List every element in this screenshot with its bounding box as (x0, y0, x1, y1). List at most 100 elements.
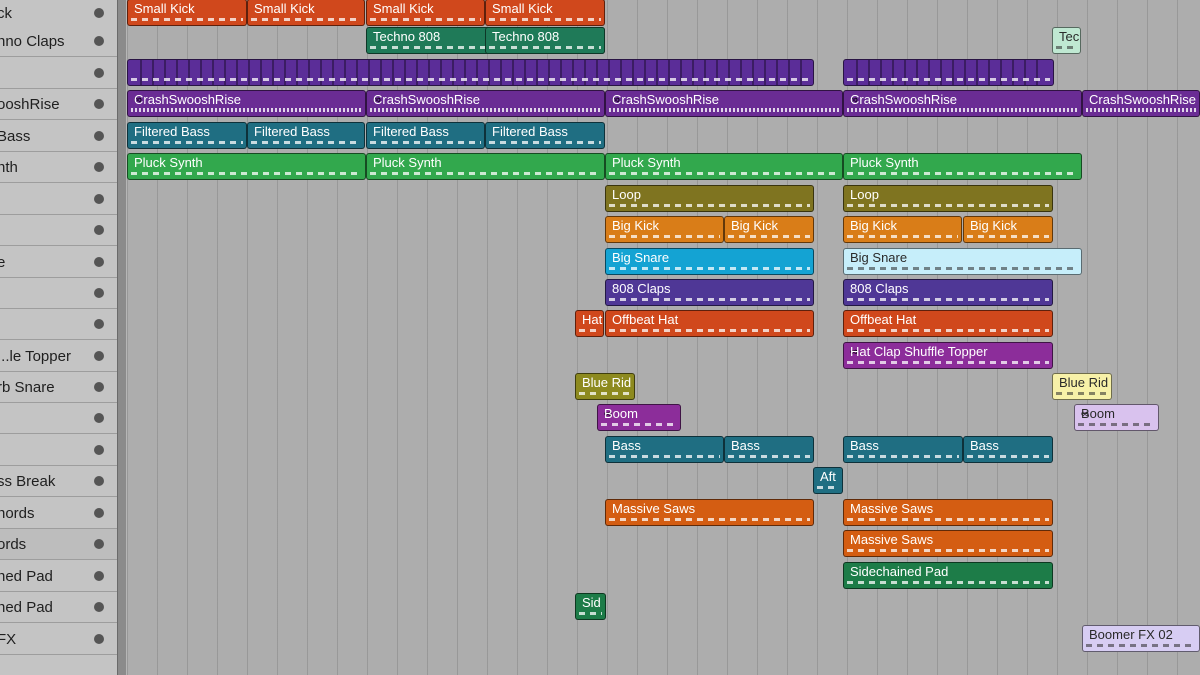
record-enable-icon[interactable] (94, 288, 104, 298)
region-aft[interactable]: Aft (813, 467, 843, 494)
track-header-17[interactable]: ords (0, 529, 117, 561)
track-list-divider[interactable] (117, 0, 127, 675)
track-header-7[interactable] (0, 215, 117, 247)
region-big-kick[interactable]: Big Kick (963, 216, 1053, 243)
region-content-preview (847, 78, 1050, 81)
region-pluck-synth[interactable]: Pluck Synth (605, 153, 843, 180)
record-enable-icon[interactable] (94, 351, 104, 361)
region-pluck-synth[interactable]: Pluck Synth (127, 153, 366, 180)
record-enable-icon[interactable] (94, 413, 104, 423)
track-header-6[interactable] (0, 184, 117, 216)
region-small-kick[interactable]: Small Kick (366, 0, 485, 26)
track-header-14[interactable] (0, 435, 117, 467)
region-crashswooshrise[interactable]: CrashSwooshRise∞ (843, 90, 1082, 117)
region-big-kick[interactable]: Big Kick (605, 216, 724, 243)
region-massive-saws[interactable]: Massive Saws (843, 530, 1053, 557)
region-crashswooshrise[interactable]: CrashSwooshRise∞ (127, 90, 366, 117)
record-enable-icon[interactable] (94, 445, 104, 455)
region-filtered-bass[interactable]: Filtered Bass (127, 122, 247, 149)
region-massive-saws[interactable]: Massive Saws (843, 499, 1053, 526)
record-enable-icon[interactable] (94, 68, 104, 78)
track-header-16[interactable]: nords (0, 498, 117, 530)
track-header-15[interactable]: ss Break (0, 466, 117, 498)
region-label: Massive Saws (612, 501, 696, 516)
track-header-19[interactable]: ned Pad (0, 592, 117, 624)
record-enable-icon[interactable] (94, 225, 104, 235)
region-content-preview (847, 549, 1049, 552)
record-enable-icon[interactable] (94, 508, 104, 518)
region-filtered-bass[interactable]: Filtered Bass (366, 122, 485, 149)
track-header-0[interactable]: ck (0, 0, 117, 30)
region-bass[interactable]: Bass (843, 436, 963, 463)
region-small-kick[interactable]: Small Kick (247, 0, 365, 26)
pattern-step (296, 60, 298, 85)
region-small-kick[interactable]: Small Kick (127, 0, 247, 26)
region-bass[interactable]: Bass (963, 436, 1053, 463)
record-enable-icon[interactable] (94, 162, 104, 172)
region-pluck-synth[interactable]: Pluck Synth (843, 153, 1082, 180)
record-enable-icon[interactable] (94, 602, 104, 612)
track-header-13[interactable] (0, 403, 117, 435)
record-enable-icon[interactable] (94, 8, 104, 18)
region-filtered-bass[interactable]: Filtered Bass (247, 122, 365, 149)
region-midi-pattern[interactable] (127, 59, 814, 86)
track-header-2[interactable] (0, 58, 117, 90)
record-enable-icon[interactable] (94, 99, 104, 109)
region-big-snare[interactable]: Big Snare (605, 248, 814, 275)
region-loop[interactable]: Loop (605, 185, 814, 212)
region-hat[interactable]: Hat (575, 310, 604, 337)
region-boom[interactable]: Boom∞ (597, 404, 681, 431)
track-header-20[interactable]: FX (0, 624, 117, 656)
region-label: Pluck Synth (134, 155, 203, 170)
record-enable-icon[interactable] (94, 319, 104, 329)
region-big-snare[interactable]: Big Snare (843, 248, 1082, 275)
region-808-claps[interactable]: 808 Claps (843, 279, 1053, 306)
record-enable-icon[interactable] (94, 131, 104, 141)
track-header-5[interactable]: nth (0, 152, 117, 184)
track-header-12[interactable]: rb Snare (0, 372, 117, 404)
region-content-preview (847, 329, 1049, 332)
region-hat-clap-shuffle-topper[interactable]: Hat Clap Shuffle Topper∞ (843, 342, 1053, 369)
record-enable-icon[interactable] (94, 36, 104, 46)
track-header-3[interactable]: ooshRise (0, 89, 117, 121)
track-header-11[interactable]: ...le Topper (0, 341, 117, 373)
region-sidechained-pad[interactable]: Sidechained Pad (843, 562, 1053, 589)
region-offbeat-hat[interactable]: Offbeat Hat (843, 310, 1053, 337)
record-enable-icon[interactable] (94, 257, 104, 267)
region-boom[interactable]: Boom∞ (1074, 404, 1159, 431)
region-pluck-synth[interactable]: Pluck Synth (366, 153, 605, 180)
region-offbeat-hat[interactable]: Offbeat Hat (605, 310, 814, 337)
track-header-10[interactable] (0, 309, 117, 341)
track-header-18[interactable]: ned Pad (0, 561, 117, 593)
record-enable-icon[interactable] (94, 476, 104, 486)
record-enable-icon[interactable] (94, 539, 104, 549)
region-sid[interactable]: Sid (575, 593, 606, 620)
region-crashswooshrise[interactable]: CrashSwooshRise∞ (366, 90, 605, 117)
region-midi-pattern[interactable] (843, 59, 1054, 86)
region-blue-rid[interactable]: Blue Rid (1052, 373, 1112, 400)
region-bass[interactable]: Bass (605, 436, 724, 463)
region-tec[interactable]: Tec (1052, 27, 1081, 54)
record-enable-icon[interactable] (94, 194, 104, 204)
record-enable-icon[interactable] (94, 382, 104, 392)
region-small-kick[interactable]: Small Kick (485, 0, 605, 26)
track-header-8[interactable]: e (0, 247, 117, 279)
region-808-claps[interactable]: 808 Claps (605, 279, 814, 306)
region-boomer-fx-02[interactable]: Boomer FX 02 (1082, 625, 1200, 652)
record-enable-icon[interactable] (94, 634, 104, 644)
track-header-4[interactable]: Bass (0, 121, 117, 153)
region-crashswooshrise[interactable]: CrashSwooshRise (1082, 90, 1200, 117)
region-massive-saws[interactable]: Massive Saws (605, 499, 814, 526)
record-enable-icon[interactable] (94, 571, 104, 581)
region-big-kick[interactable]: Big Kick (843, 216, 962, 243)
region-big-kick[interactable]: Big Kick (724, 216, 814, 243)
region-loop[interactable]: Loop (843, 185, 1053, 212)
track-header-9[interactable] (0, 278, 117, 310)
region-blue-rid[interactable]: Blue Rid (575, 373, 635, 400)
region-bass[interactable]: Bass (724, 436, 814, 463)
region-techno-808[interactable]: Techno 808 (485, 27, 605, 54)
track-header-1[interactable]: nno Claps (0, 26, 117, 58)
region-filtered-bass[interactable]: Filtered Bass (485, 122, 605, 149)
region-crashswooshrise[interactable]: CrashSwooshRise∞ (605, 90, 843, 117)
